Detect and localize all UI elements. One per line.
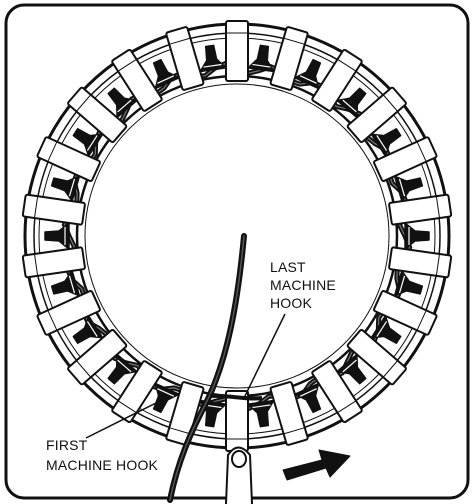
- yarn-loop: [64, 63, 409, 408]
- first-hook-label-line1: FIRST: [46, 437, 88, 453]
- machine-ring: [25, 24, 449, 448]
- last-hook-label-line2: MACHINE: [270, 277, 336, 293]
- hook-clip: [389, 195, 452, 225]
- machine-hooks: [45, 44, 429, 428]
- last-hook-label-line3: HOOK: [270, 295, 312, 311]
- yarn-strand: [64, 63, 409, 408]
- crank-handle: [226, 448, 252, 504]
- machine-hook: [45, 223, 69, 249]
- arrow-right-icon: [283, 450, 350, 480]
- hook-clip: [23, 247, 86, 277]
- last-hook-label-line1: LAST: [270, 259, 306, 275]
- machine-hook: [248, 400, 277, 427]
- machine-hook: [197, 44, 226, 71]
- machine-hook: [405, 223, 429, 249]
- hook-clip: [226, 21, 248, 81]
- first-hook-label-line2: MACHINE HOOK: [46, 457, 159, 473]
